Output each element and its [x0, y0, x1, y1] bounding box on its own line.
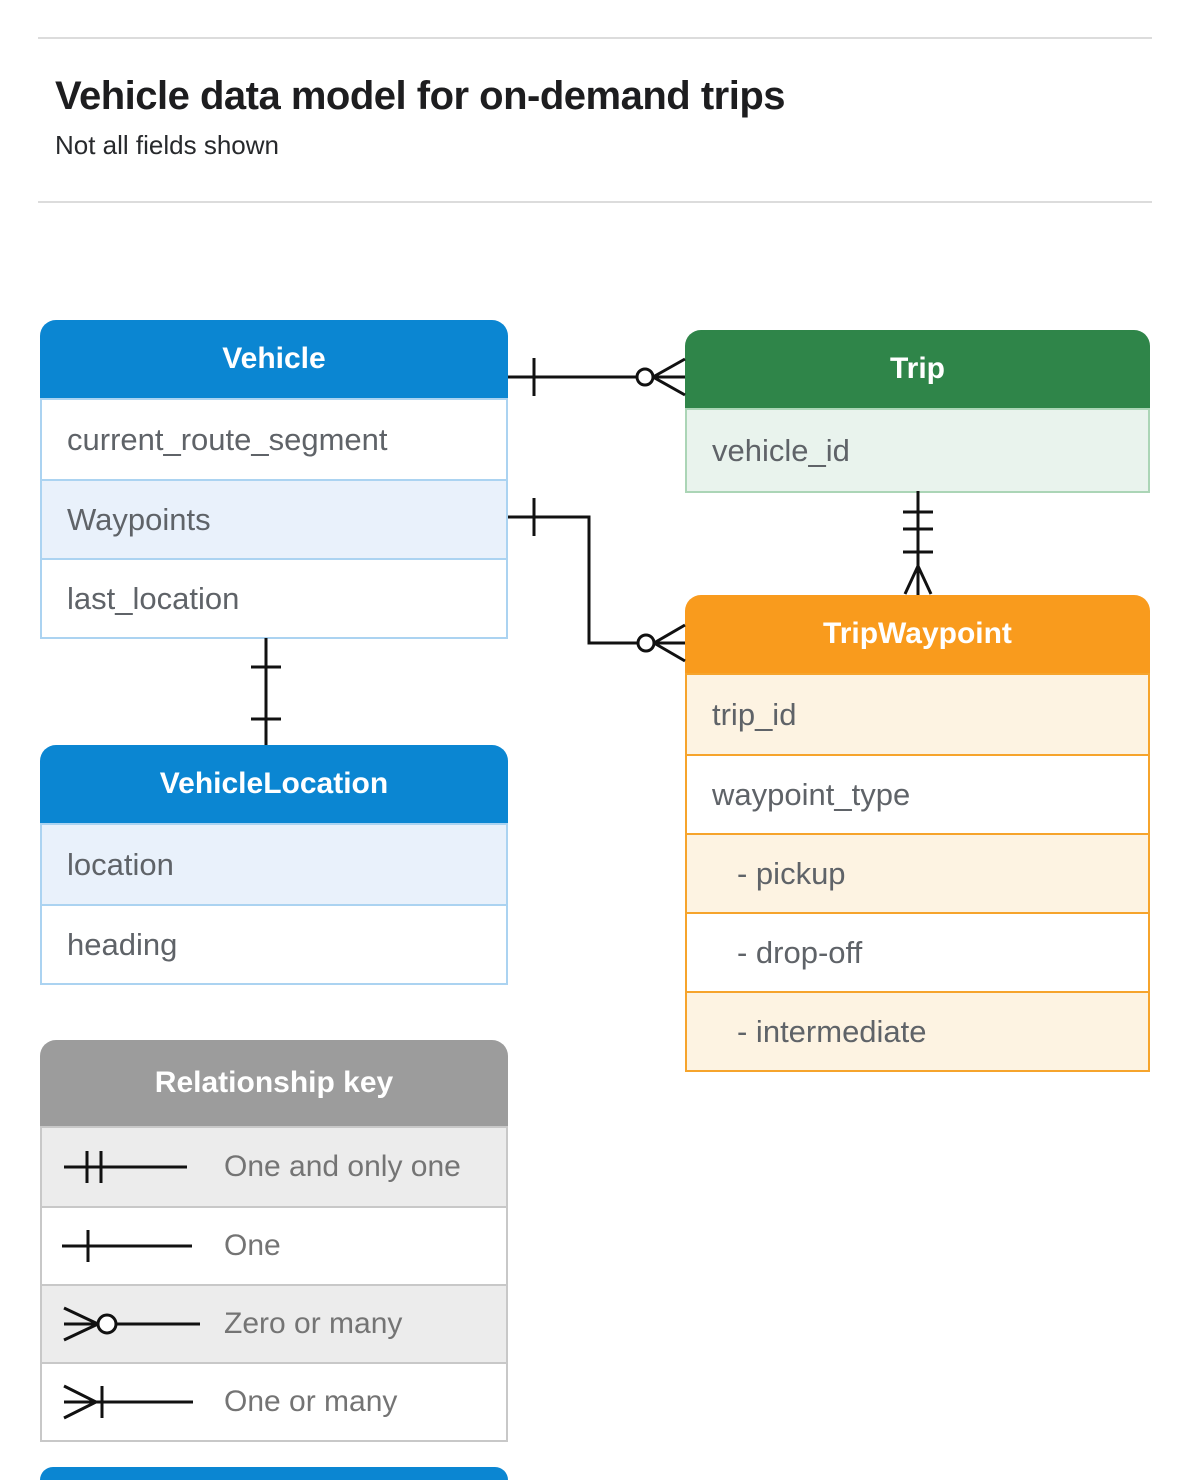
- connector-vehicle-vehiclelocation: [251, 638, 281, 745]
- field-row: location: [42, 825, 506, 904]
- connector-trip-tripwaypoint: [903, 491, 933, 595]
- entity-trip-rows: vehicle_id: [685, 408, 1150, 493]
- entity-vehicle: Vehicle current_route_segment Waypoints …: [40, 320, 508, 639]
- relationship-key-title: Relationship key: [154, 1066, 394, 1099]
- field-row: Waypoints: [42, 479, 506, 558]
- entity-vehicle-location-title: VehicleLocation: [159, 767, 389, 800]
- relationship-key-rows: One and only one One Zero or many On: [40, 1126, 508, 1442]
- field-row: waypoint_type: [687, 754, 1148, 833]
- entity-trip-waypoint-rows: trip_id waypoint_type - pickup - drop-of…: [685, 673, 1150, 1072]
- relationship-key-header: Relationship key: [40, 1040, 508, 1126]
- entity-trip-waypoint-title: TripWaypoint: [823, 617, 1012, 650]
- entity-trip-title: Trip: [889, 352, 945, 385]
- header-divider: [38, 201, 1152, 203]
- field-row: last_location: [42, 558, 506, 637]
- entity-vehicle-title: Vehicle: [222, 342, 326, 375]
- entity-trip-waypoint-header: TripWaypoint: [685, 595, 1150, 673]
- field-row: vehicle_id: [687, 410, 1148, 491]
- entity-trip: Trip vehicle_id: [685, 330, 1150, 493]
- zero-or-many-icon: [63, 1306, 200, 1342]
- enum-row: - pickup: [687, 833, 1148, 912]
- legend-row: One or many: [42, 1362, 506, 1440]
- top-divider: [38, 37, 1152, 39]
- field-row: trip_id: [687, 675, 1148, 754]
- one-icon: [62, 1230, 192, 1262]
- entity-vehicle-header: Vehicle: [40, 320, 508, 398]
- entity-vehicle-rows: current_route_segment Waypoints last_loc…: [40, 398, 508, 639]
- field-row: heading: [42, 904, 506, 983]
- legend-row: One and only one: [42, 1128, 506, 1206]
- one-or-many-icon: [63, 1384, 193, 1420]
- legend-row: One: [42, 1206, 506, 1284]
- connector-vehicle-trip: [508, 357, 686, 397]
- entity-trip-waypoint: TripWaypoint trip_id waypoint_type - pic…: [685, 595, 1150, 1072]
- entity-vehicle-location-header: VehicleLocation: [40, 745, 508, 823]
- one-and-only-one-icon: [64, 1151, 187, 1183]
- legend-row: Zero or many: [42, 1284, 506, 1362]
- page-title: Vehicle data model for on-demand trips: [55, 74, 786, 118]
- enum-row: - drop-off: [687, 912, 1148, 991]
- enum-row: - intermediate: [687, 991, 1148, 1070]
- field-row: current_route_segment: [42, 400, 506, 479]
- connector-waypoints-tripwaypoint: [508, 498, 686, 663]
- entity-vehicle-location: VehicleLocation location heading: [40, 745, 508, 985]
- entity-trip-header: Trip: [685, 330, 1150, 408]
- relationship-key: Relationship key One and only one One: [40, 1040, 508, 1442]
- cutoff-entity-header: [40, 1467, 508, 1480]
- entity-vehicle-location-rows: location heading: [40, 823, 508, 985]
- page-subtitle: Not all fields shown: [55, 130, 279, 160]
